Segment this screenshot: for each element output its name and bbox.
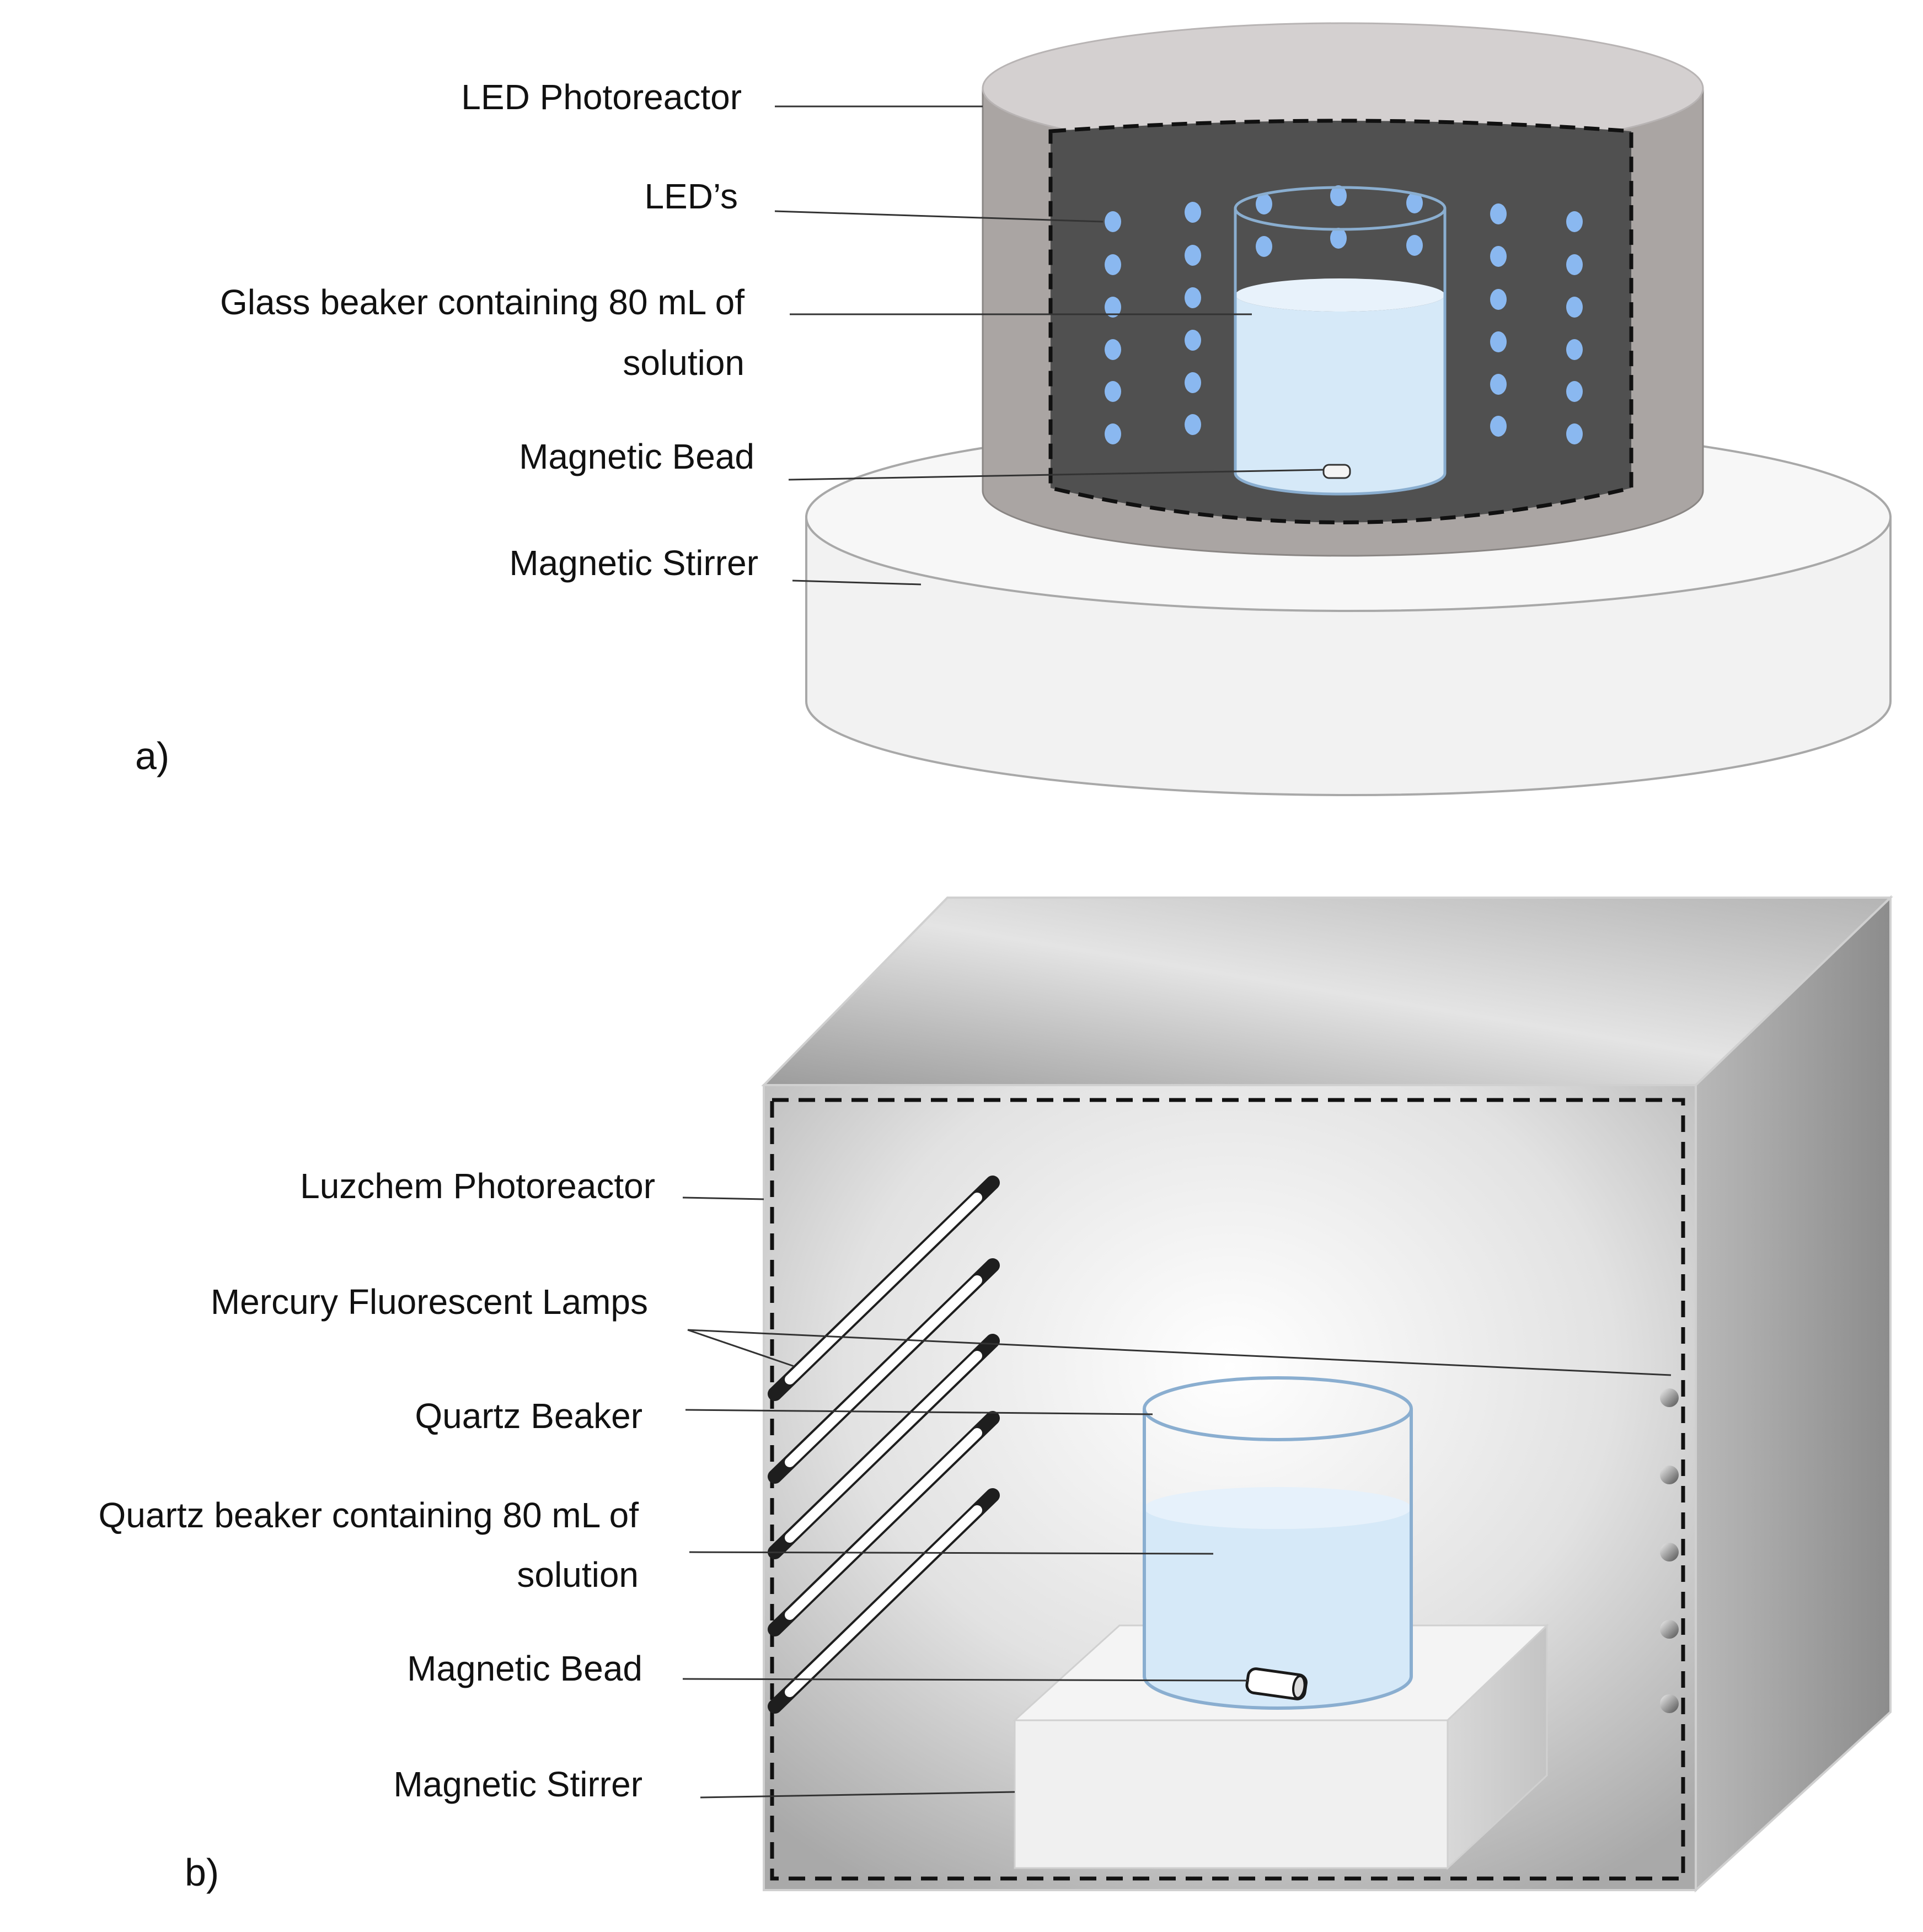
led bbox=[1185, 414, 1201, 435]
led bbox=[1566, 297, 1583, 318]
label-glass-beaker-line1: Glass beaker containing 80 mL of bbox=[220, 282, 744, 322]
led bbox=[1105, 339, 1121, 360]
leader-magnetic-stirrer-a bbox=[792, 579, 922, 586]
led bbox=[1105, 297, 1121, 318]
lamp-socket bbox=[1660, 1620, 1679, 1639]
leader-leds bbox=[774, 210, 1104, 223]
panel-label-a: a) bbox=[135, 734, 169, 777]
led bbox=[1490, 416, 1507, 437]
label-led-photoreactor: LED Photoreactor bbox=[461, 77, 742, 117]
led bbox=[1490, 246, 1507, 267]
leader-mercury-lamps-right bbox=[687, 1329, 1672, 1376]
led bbox=[1566, 423, 1583, 444]
quartz-beaker bbox=[1143, 1376, 1413, 1710]
led bbox=[1105, 254, 1121, 275]
label-quartz-beaker-solution-line2: solution bbox=[517, 1555, 639, 1595]
led bbox=[1490, 331, 1507, 352]
magnetic-bead-b bbox=[1245, 1667, 1308, 1700]
led-column-2 bbox=[1185, 202, 1201, 435]
leader-mercury-lamps-left bbox=[687, 1329, 795, 1367]
led bbox=[1185, 245, 1201, 266]
fluorescent-lamp-tube bbox=[785, 1275, 982, 1467]
led bbox=[1185, 287, 1201, 308]
led bbox=[1330, 228, 1347, 249]
led bbox=[1490, 374, 1507, 395]
led bbox=[1105, 211, 1121, 232]
led bbox=[1566, 339, 1583, 360]
mercury-fluorescent-lamps bbox=[768, 1176, 1000, 1714]
led-back-row bbox=[1256, 185, 1423, 257]
led bbox=[1566, 211, 1583, 232]
fluorescent-lamp-tube bbox=[785, 1193, 982, 1384]
led bbox=[1330, 185, 1347, 206]
label-quartz-beaker: Quartz Beaker bbox=[415, 1396, 642, 1436]
led bbox=[1105, 423, 1121, 444]
led-column-3 bbox=[1490, 203, 1507, 437]
led bbox=[1566, 254, 1583, 275]
lamp-socket bbox=[1660, 1543, 1679, 1561]
label-quartz-beaker-solution-line1: Quartz beaker containing 80 mL of bbox=[98, 1495, 639, 1535]
panel-a: LED Photoreactor LED’s Glass beaker cont… bbox=[135, 22, 1892, 796]
glass-beaker bbox=[1234, 186, 1447, 496]
fluorescent-lamp-tube bbox=[785, 1428, 982, 1620]
leader-magnetic-bead-b bbox=[682, 1678, 1250, 1682]
led bbox=[1105, 381, 1121, 402]
label-mercury-lamps: Mercury Fluorescent Lamps bbox=[211, 1282, 648, 1322]
led bbox=[1490, 203, 1507, 224]
label-magnetic-bead-a: Magnetic Bead bbox=[519, 437, 754, 476]
magnetic-bead-a bbox=[1322, 464, 1351, 479]
led bbox=[1256, 194, 1272, 214]
led bbox=[1256, 236, 1272, 257]
leader-magnetic-stirrer-b bbox=[700, 1791, 1015, 1799]
panel-b: Luzchem Photoreactor Mercury Fluorescent… bbox=[98, 895, 1893, 1894]
led bbox=[1185, 202, 1201, 223]
lamp-sockets-right bbox=[1660, 1388, 1679, 1713]
lamp-socket bbox=[1660, 1694, 1679, 1713]
led bbox=[1185, 372, 1201, 393]
panel-label-b: b) bbox=[185, 1851, 219, 1894]
leader-luzchem-photoreactor bbox=[682, 1196, 764, 1200]
led-column-1 bbox=[1105, 211, 1121, 444]
fluorescent-lamp-tube bbox=[785, 1351, 982, 1543]
led bbox=[1490, 289, 1507, 310]
lamp-socket bbox=[1660, 1466, 1679, 1484]
label-leds: LED’s bbox=[644, 176, 738, 216]
label-luzchem-photoreactor: Luzchem Photoreactor bbox=[300, 1166, 655, 1206]
label-glass-beaker-line2: solution bbox=[623, 343, 744, 383]
leader-magnetic-bead-a bbox=[788, 469, 1324, 481]
lamp-socket bbox=[1660, 1388, 1679, 1407]
fluorescent-lamp-tube bbox=[785, 1505, 982, 1697]
led bbox=[1406, 235, 1423, 256]
leader-quartz-beaker-solution bbox=[689, 1551, 1214, 1555]
led-array bbox=[1105, 185, 1583, 444]
leader-quartz-beaker bbox=[685, 1409, 1153, 1415]
label-magnetic-stirrer-a: Magnetic Stirrer bbox=[509, 543, 758, 583]
led bbox=[1185, 330, 1201, 351]
label-magnetic-bead-b: Magnetic Bead bbox=[407, 1649, 642, 1688]
led bbox=[1566, 381, 1583, 402]
led bbox=[1406, 192, 1423, 213]
led-column-4 bbox=[1566, 211, 1583, 444]
label-magnetic-stirrer-b: Magnetic Stirrer bbox=[393, 1764, 642, 1804]
